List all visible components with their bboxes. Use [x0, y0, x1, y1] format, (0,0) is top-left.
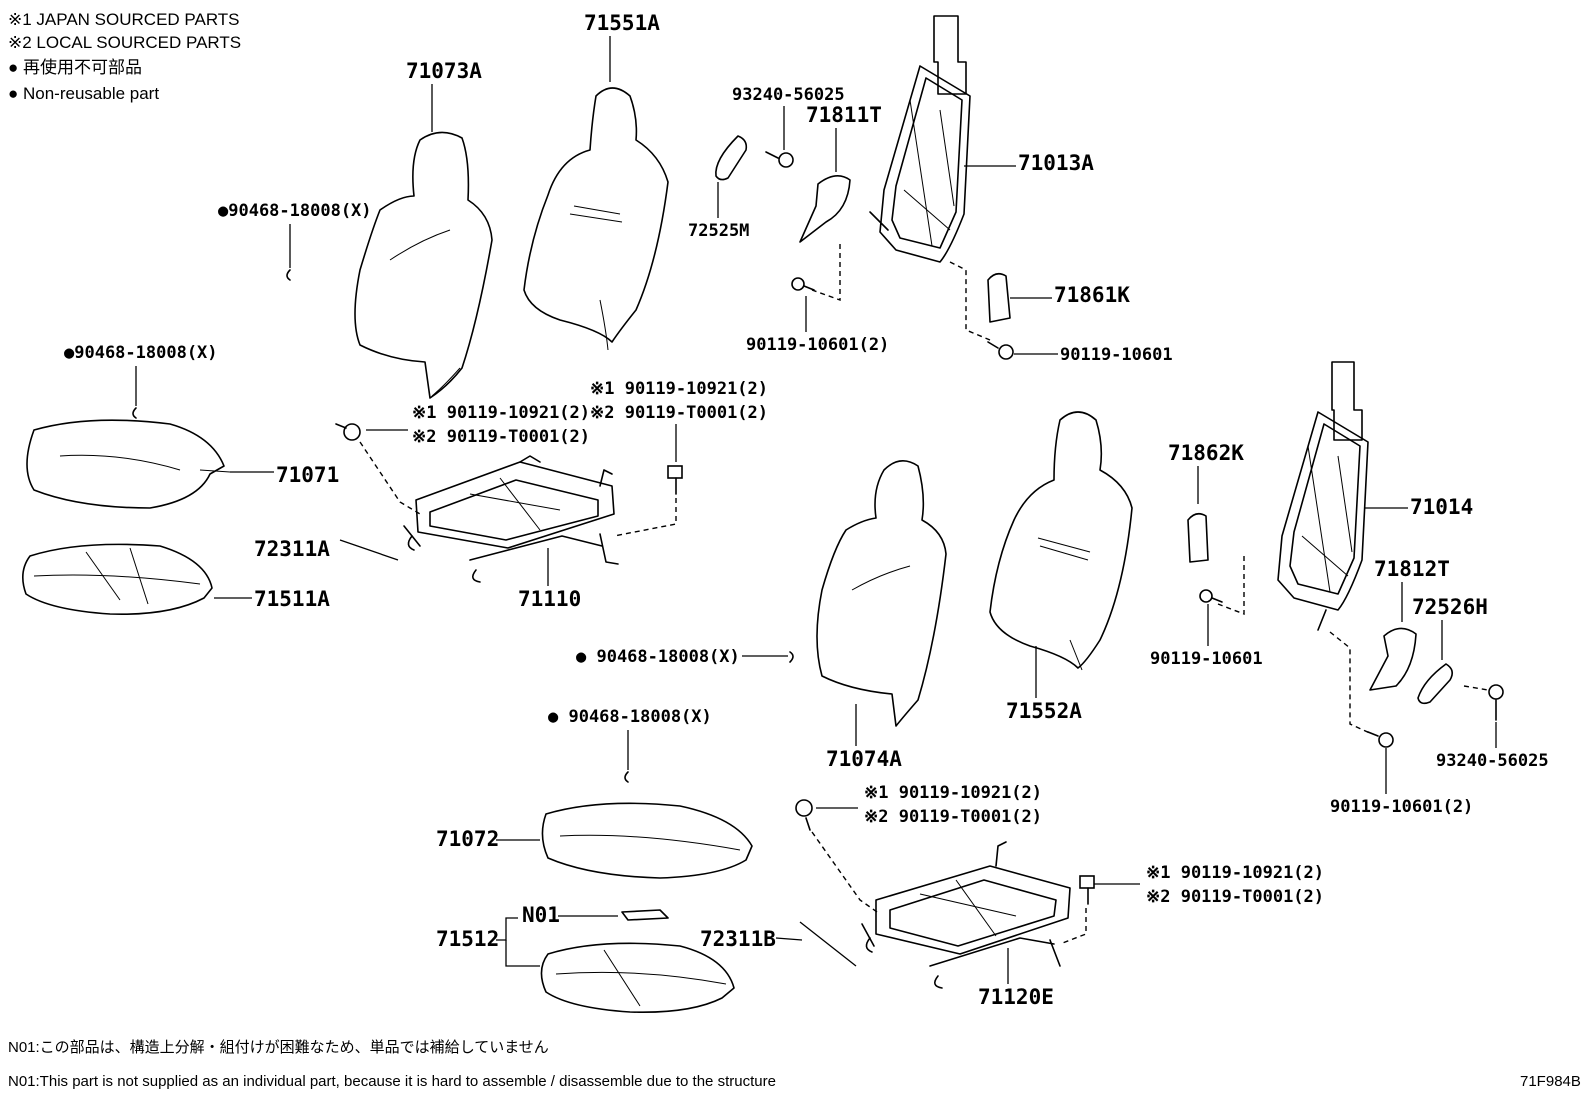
label-N01: N01 [522, 903, 560, 927]
bolt-adjuster-c [795, 799, 813, 831]
seat-adjuster-71120E [861, 841, 1071, 989]
label-72311B: 72311B [700, 927, 776, 951]
label-71110: 71110 [518, 587, 581, 611]
label-note1-adjuster-a: ※1 90119-10921(2) [412, 403, 590, 423]
bolt-90119-10601-mid [1199, 589, 1223, 603]
label-71072: 71072 [436, 827, 499, 851]
screw-93240-right [1488, 684, 1504, 721]
label-90468-a: ●90468-18008(X) [218, 201, 372, 221]
legend-local-sourced: ※2 LOCAL SOURCED PARTS [8, 33, 241, 52]
bolt-adjuster-a [335, 423, 361, 441]
bolt-adjuster-d [1079, 875, 1095, 905]
label-90119-10601-top: 90119-10601 [1060, 345, 1173, 365]
seatback-cover-71074A [816, 460, 947, 727]
label-71812T: 71812T [1374, 557, 1450, 581]
diagram-code: 71F984B [1520, 1073, 1581, 1090]
legend-non-reusable-jp: ● 再使用不可部品 [8, 57, 142, 77]
part-N01 [621, 909, 669, 921]
seat-cushion-pad-71511A [22, 543, 213, 615]
seatback-cover-71073A [354, 131, 493, 399]
seat-adjuster-71110 [403, 455, 619, 583]
seatback-frame-71014 [1277, 361, 1369, 631]
bolt-90119-10601-top [987, 341, 1014, 360]
label-71013A: 71013A [1018, 151, 1094, 175]
label-90119-10601-2-top: 90119-10601(2) [746, 335, 889, 355]
label-note1-adjuster-c: ※1 90119-10921(2) [864, 783, 1042, 803]
seatback-frame-71013A [869, 15, 971, 263]
footnote-en: N01:This part is not supplied as an indi… [8, 1073, 776, 1090]
label-note1-adjuster-b: ※1 90119-10921(2) [590, 379, 768, 399]
label-note2-adjuster-a: ※2 90119-T0001(2) [412, 427, 590, 447]
footnote-jp: N01:この部品は、構造上分解・組付けが困難なため、単品では補給していません [8, 1039, 549, 1056]
label-93240-56025-right: 93240-56025 [1436, 751, 1549, 771]
label-71861K: 71861K [1054, 283, 1130, 307]
label-71071: 71071 [276, 463, 339, 487]
label-71862K: 71862K [1168, 441, 1244, 465]
label-note2-adjuster-d: ※2 90119-T0001(2) [1146, 887, 1324, 907]
label-71120E: 71120E [978, 985, 1054, 1009]
bolt-90119-10601-2-right [1367, 731, 1394, 748]
label-90119-10601-mid: 90119-10601 [1150, 649, 1263, 669]
label-93240-56025-top: 93240-56025 [732, 85, 845, 105]
label-note1-adjuster-d: ※1 90119-10921(2) [1146, 863, 1324, 883]
knob-72526H [1417, 663, 1454, 705]
label-71014: 71014 [1410, 495, 1473, 519]
seat-cushion-cover-71072 [541, 802, 753, 879]
bolt-adjuster-b [667, 465, 683, 495]
cover-71812T [1369, 627, 1417, 691]
seat-cushion-pad-71512 [540, 942, 735, 1014]
seatback-pad-71551A [523, 87, 669, 351]
screw-93240-top [765, 151, 794, 168]
label-71073A: 71073A [406, 59, 482, 83]
cover-71861K [987, 272, 1011, 323]
label-note2-adjuster-b: ※2 90119-T0001(2) [590, 403, 768, 423]
label-note2-adjuster-c: ※2 90119-T0001(2) [864, 807, 1042, 827]
label-71511A: 71511A [254, 587, 330, 611]
legend-non-reusable-en: ● Non-reusable part [8, 84, 159, 103]
knob-72525M [715, 135, 748, 181]
label-90468-d: ● 90468-18008(X) [548, 707, 712, 727]
label-90468-b: ●90468-18008(X) [64, 343, 218, 363]
label-72526H: 72526H [1412, 595, 1488, 619]
label-90468-c: ● 90468-18008(X) [576, 647, 740, 667]
cover-71811T [799, 175, 851, 243]
label-90119-10601-2-right: 90119-10601(2) [1330, 797, 1473, 817]
label-71551A: 71551A [584, 11, 660, 35]
seat-cushion-cover-71071 [26, 419, 231, 509]
legend: ※1 JAPAN SOURCED PARTS ※2 LOCAL SOURCED … [8, 10, 241, 103]
label-72311A: 72311A [254, 537, 330, 561]
label-71552A: 71552A [1006, 699, 1082, 723]
label-71074A: 71074A [826, 747, 902, 771]
label-71811T: 71811T [806, 103, 882, 127]
label-72525M: 72525M [688, 221, 749, 241]
cover-71862K [1187, 512, 1209, 563]
label-71512: 71512 [436, 927, 499, 951]
bolt-90119-10601-2-top [791, 277, 815, 291]
seatback-pad-71552A [989, 411, 1133, 671]
legend-japan-sourced: ※1 JAPAN SOURCED PARTS [8, 10, 240, 29]
